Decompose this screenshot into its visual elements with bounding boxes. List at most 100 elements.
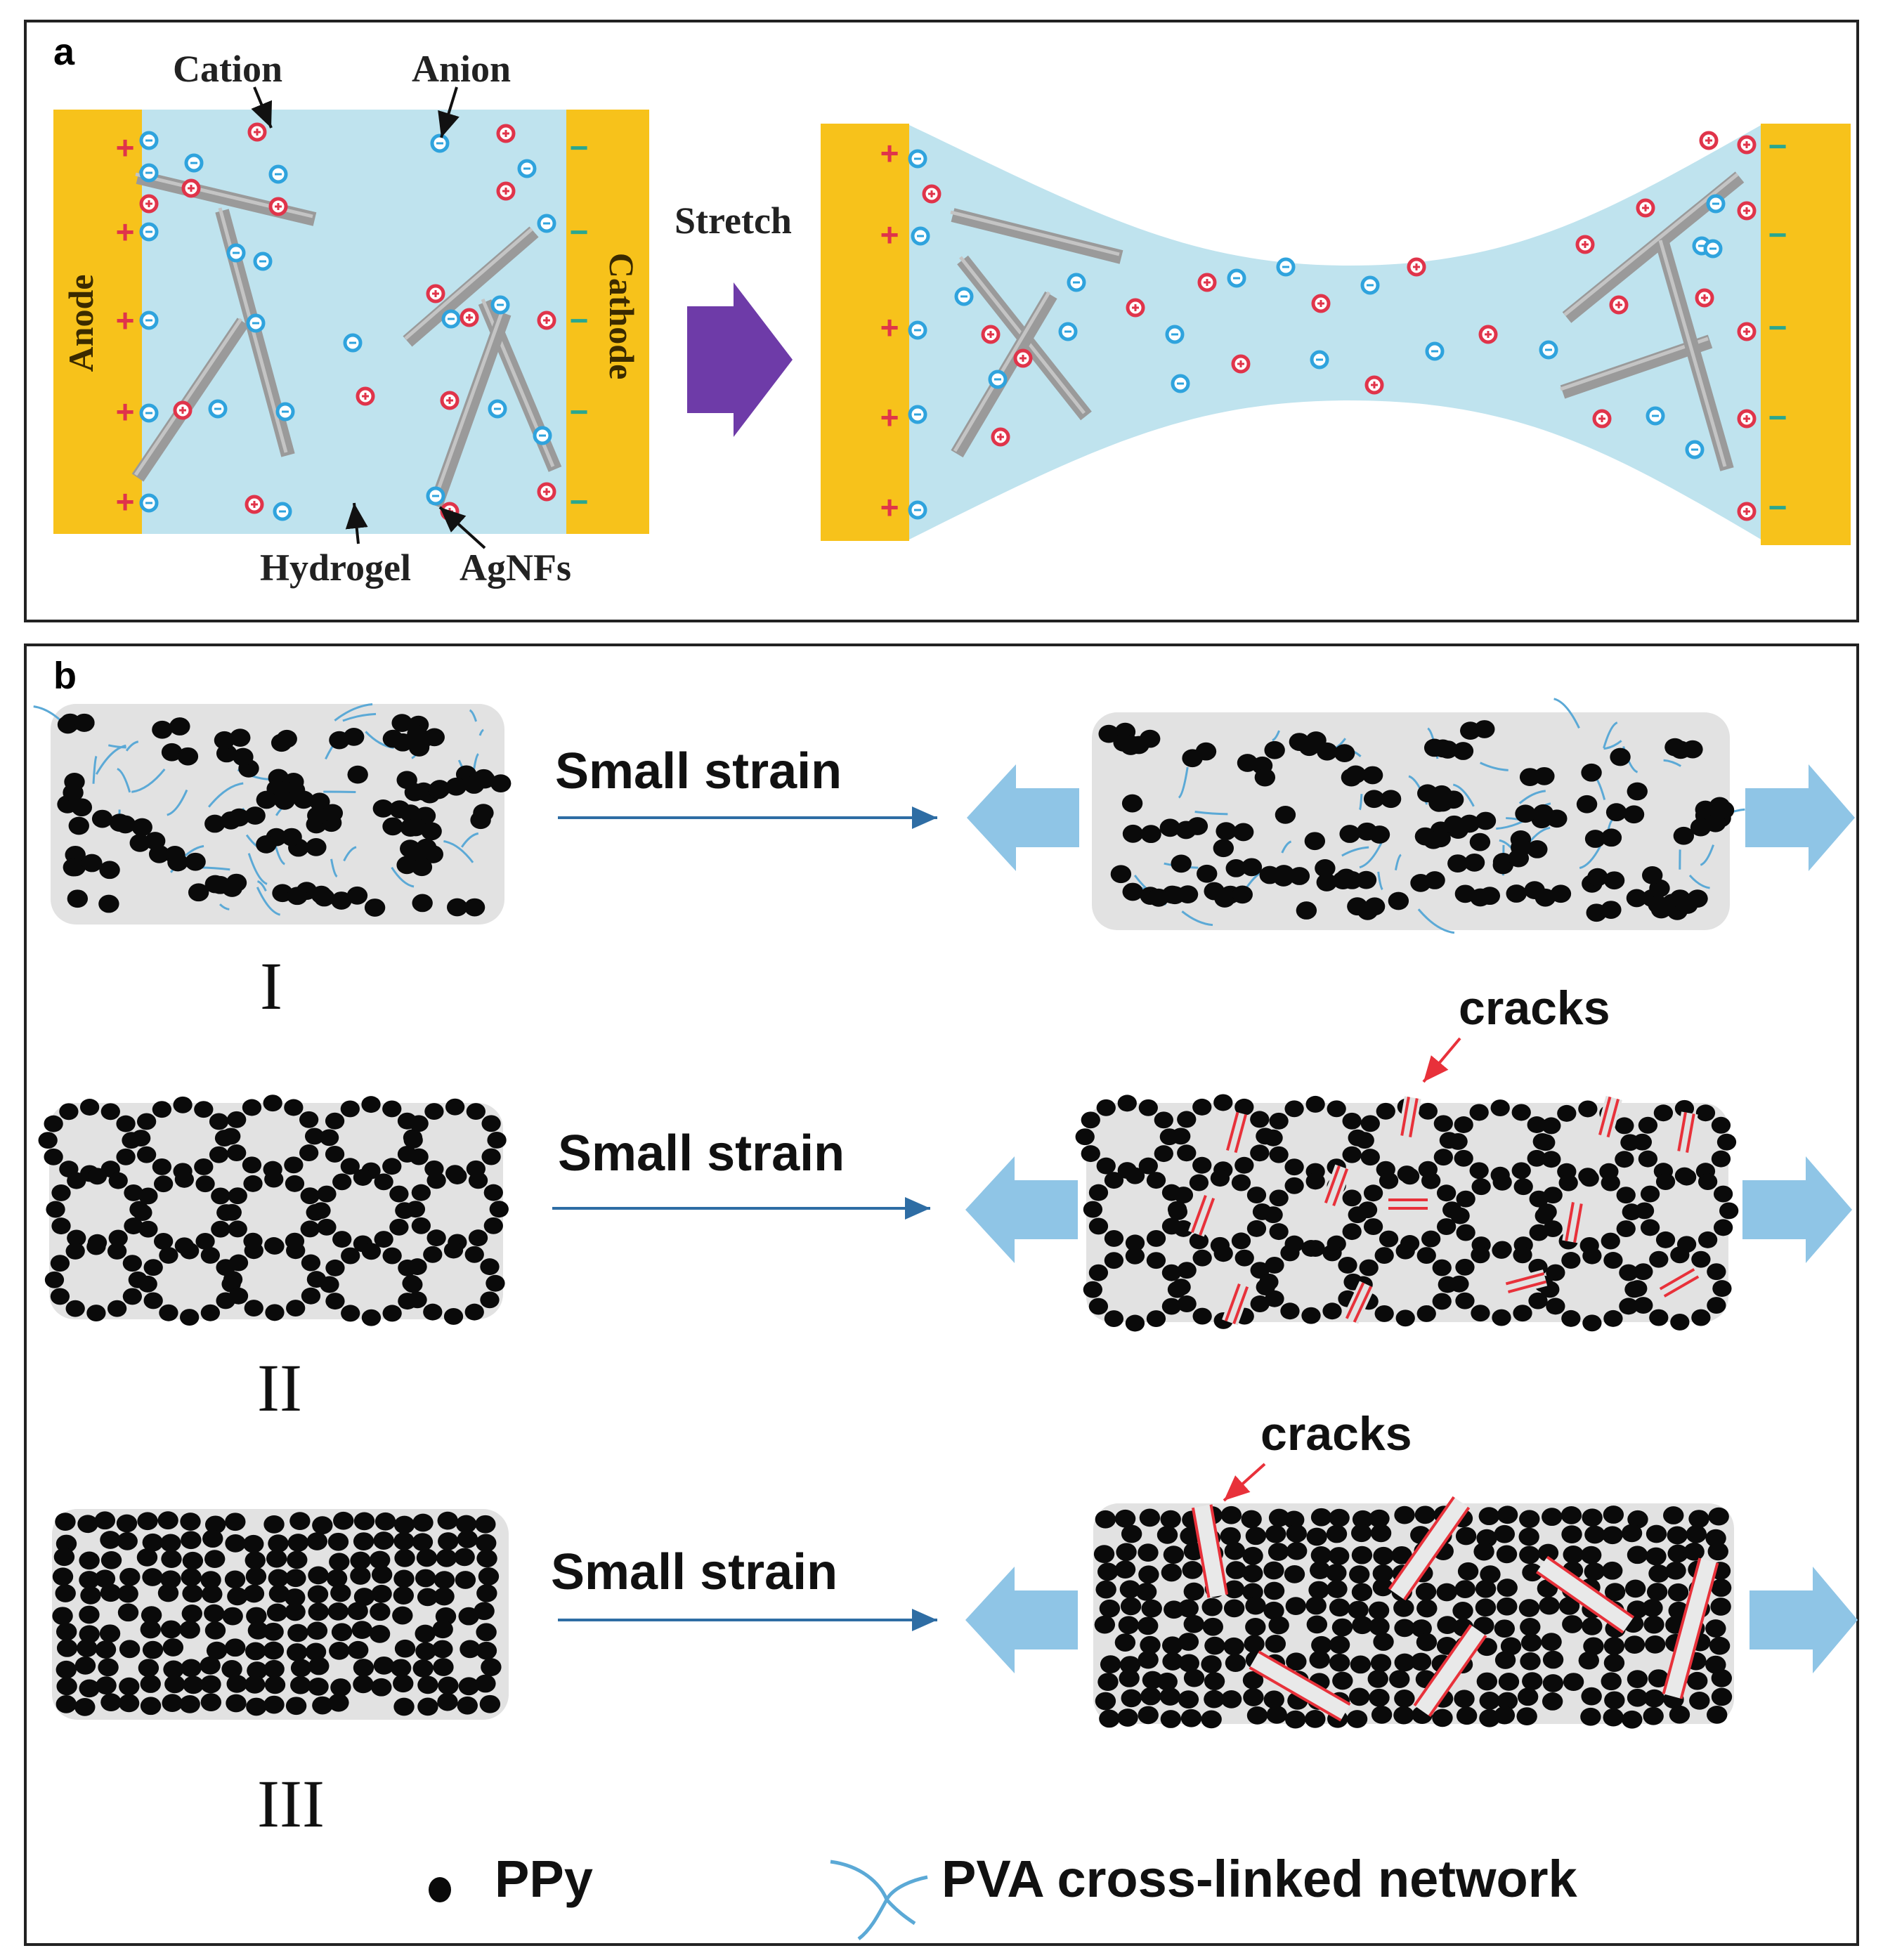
ppy-particle — [263, 1515, 285, 1534]
ppy-particle — [1682, 740, 1703, 759]
ppy-particle — [392, 733, 413, 752]
ppy-particle — [1562, 1615, 1583, 1633]
ppy-particle — [490, 774, 512, 792]
ppy-particle — [1309, 1561, 1331, 1580]
ppy-particle — [161, 1550, 182, 1569]
ppy-particle — [1370, 1654, 1392, 1673]
ppy-particle — [1476, 1672, 1498, 1691]
ppy-particle — [1350, 1524, 1372, 1543]
ppy-particle — [1305, 1095, 1325, 1113]
anion-ion — [908, 405, 927, 424]
cation-ion — [173, 400, 193, 420]
ppy-particle — [1546, 1264, 1565, 1281]
ppy-particle — [1686, 1671, 1708, 1690]
ppy-particle — [204, 1515, 226, 1534]
ppy-particle — [1475, 1579, 1497, 1598]
ppy-particle — [153, 1175, 174, 1193]
ppy-particle — [1414, 1505, 1436, 1524]
ppy-particle — [161, 743, 183, 762]
pva-network-strand — [1358, 794, 1363, 811]
ppy-particle — [1117, 1709, 1138, 1727]
ppy-particle — [100, 1583, 122, 1602]
anion-ion — [954, 287, 974, 306]
ppy-particle — [475, 1674, 496, 1693]
cation-ion — [1737, 201, 1757, 221]
ppy-particle — [1104, 1230, 1124, 1247]
ppy-particle — [411, 1217, 431, 1234]
ppy-particle — [118, 1694, 140, 1713]
ppy-particle — [1475, 811, 1497, 830]
ppy-particle — [438, 1532, 459, 1550]
ppy-particle — [1602, 1561, 1623, 1580]
ppy-particle — [325, 1145, 345, 1163]
ppy-particle — [263, 1641, 285, 1660]
ppy-particle — [1266, 1706, 1287, 1724]
ppy-particle — [1601, 828, 1622, 847]
ppy-particle — [59, 1103, 79, 1121]
ppy-particle — [1374, 1305, 1394, 1322]
pva-network-strand — [257, 880, 267, 891]
ppy-particle — [475, 1515, 496, 1534]
crack — [1249, 1650, 1351, 1722]
anion-ion — [1646, 406, 1665, 426]
ppy-particle — [1139, 1508, 1161, 1527]
pva-network-strand — [219, 903, 230, 910]
ppy-particle — [1711, 1116, 1731, 1134]
ppy-particle — [1178, 1654, 1200, 1673]
ppy-particle — [86, 1305, 106, 1321]
ppy-particle — [129, 834, 150, 852]
ppy-particle — [480, 1291, 500, 1309]
ppy-particle — [1542, 1692, 1563, 1711]
ppy-particle — [1269, 1189, 1289, 1207]
ppy-particle — [1456, 1224, 1475, 1241]
pva-network-strand — [1272, 730, 1280, 742]
ppy-particle — [116, 1115, 136, 1132]
ppy-particle — [1135, 1582, 1157, 1601]
cation-ion — [440, 391, 460, 410]
ppy-particle — [480, 1258, 500, 1276]
ppy-particle — [1447, 854, 1468, 873]
ppy-particle — [454, 1548, 475, 1567]
ppy-particle — [1667, 1526, 1688, 1545]
ppy-particle — [1234, 1098, 1254, 1116]
ppy-particle — [1673, 826, 1695, 845]
ppy-particle — [1527, 840, 1548, 858]
ppy-particle — [343, 728, 365, 746]
ppy-particle — [1352, 1616, 1373, 1635]
ppy-particle — [1285, 1597, 1306, 1616]
ppy-particle — [268, 1569, 289, 1588]
ppy-particle — [244, 1300, 263, 1317]
ppy-particle — [382, 817, 403, 836]
ppy-particle — [1480, 1565, 1501, 1583]
row3-right-pull-arrow — [1750, 1567, 1858, 1673]
legend-ppy-label: PPy — [495, 1850, 593, 1908]
ppy-particle — [1342, 1189, 1362, 1207]
ppy-particle — [415, 1642, 436, 1661]
ppy-particle — [474, 1602, 495, 1621]
ppy-particle — [211, 1187, 230, 1205]
ppy-particle — [1242, 1564, 1263, 1583]
ppy-particle — [1367, 1670, 1388, 1688]
ppy-particle — [131, 1130, 151, 1147]
ppy-particle — [99, 861, 120, 880]
ppy-particle — [1518, 1527, 1539, 1546]
ppy-particle — [1356, 822, 1378, 841]
ppy-particle — [1415, 1582, 1437, 1601]
ppy-particle — [98, 1658, 119, 1677]
ppy-particle — [200, 1304, 221, 1321]
ppy-particle — [1542, 1508, 1563, 1527]
ppy-particle — [1601, 1232, 1620, 1250]
ppy-particle — [157, 1583, 179, 1602]
ppy-particle — [1329, 1598, 1350, 1617]
stretched-cathode — [1761, 124, 1851, 545]
ppy-particle — [1655, 1231, 1676, 1248]
plus-sign: + — [880, 399, 899, 436]
ppy-particle — [1395, 1309, 1415, 1327]
cation-ion — [181, 178, 201, 198]
ppy-particle — [119, 1640, 141, 1659]
ppy-particle — [1584, 1562, 1605, 1581]
ppy-particle — [306, 1532, 328, 1550]
ppy-particle — [131, 818, 152, 837]
ppy-particle — [373, 1656, 395, 1675]
ppy-particle — [77, 1639, 98, 1657]
